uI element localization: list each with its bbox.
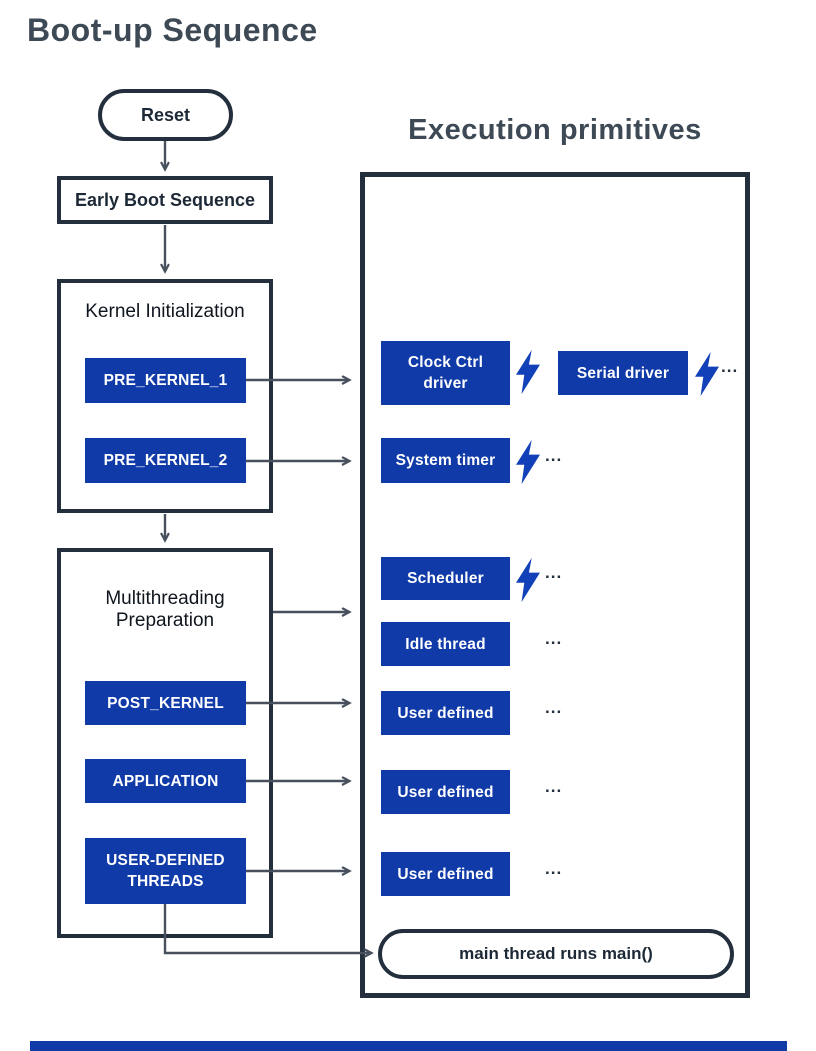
ellipsis: ... <box>545 859 563 878</box>
ellipsis: ... <box>545 777 563 796</box>
multithreading-label-line1: Multithreading <box>105 588 225 609</box>
lightning-bolt-icon <box>695 351 719 397</box>
lightning-bolt-icon <box>516 557 540 603</box>
pre-kernel-2-box: PRE_KERNEL_2 <box>85 438 246 483</box>
system-timer-box: System timer <box>381 438 510 483</box>
post-kernel-box: POST_KERNEL <box>85 681 246 725</box>
ellipsis: ... <box>545 446 563 465</box>
scheduler-box: Scheduler <box>381 557 510 600</box>
early-boot-node: Early Boot Sequence <box>57 176 273 224</box>
user-defined-box: User defined <box>381 691 510 735</box>
ellipsis: ... <box>721 357 739 376</box>
user-defined-threads-box: USER-DEFINED THREADS <box>85 838 246 904</box>
lightning-bolt-icon <box>516 439 540 485</box>
reset-node: Reset <box>98 89 233 141</box>
multithreading-label-line2: Preparation <box>115 610 215 631</box>
lightning-bolt-icon <box>516 349 540 395</box>
ellipsis: ... <box>545 629 563 648</box>
user-defined-box: User defined <box>381 852 510 896</box>
bottom-accent-bar <box>30 1041 787 1051</box>
ellipsis: ... <box>545 563 563 582</box>
execution-primitives-title: Execution primitives <box>408 114 702 146</box>
main-thread-pill: main thread runs main() <box>378 929 734 979</box>
ellipsis: ... <box>545 698 563 717</box>
user-defined-box: User defined <box>381 770 510 814</box>
idle-thread-box: Idle thread <box>381 622 510 666</box>
pre-kernel-1-box: PRE_KERNEL_1 <box>85 358 246 403</box>
multithreading-preparation-label: Multithreading Preparation <box>57 588 273 632</box>
application-box: APPLICATION <box>85 759 246 803</box>
kernel-initialization-label: Kernel Initialization <box>85 301 245 322</box>
clock-ctrl-driver-box: Clock Ctrl driver <box>381 341 510 405</box>
serial-driver-box: Serial driver <box>558 351 688 395</box>
page-title: Boot-up Sequence <box>27 12 318 48</box>
